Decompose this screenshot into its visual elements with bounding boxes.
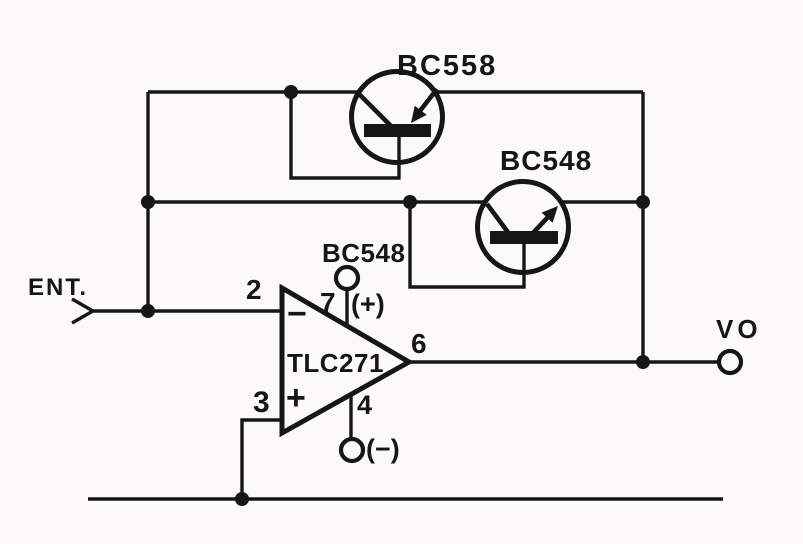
pin4-label: 4 [357, 390, 372, 420]
pin6-label: 6 [411, 328, 427, 359]
terminal-vplus [333, 264, 361, 292]
vplus-terminal-label: (+) [351, 289, 385, 319]
pin7-label: 7 [320, 287, 336, 318]
junction-dot [235, 492, 249, 506]
q1-part-label: BC558 [397, 50, 497, 82]
opamp-part-label: TLC271 [287, 348, 384, 378]
q1-base-lead [289, 92, 401, 180]
transistor-q2 [408, 179, 571, 289]
output-label: VO [716, 314, 762, 344]
junction-dot [636, 195, 650, 209]
q2-emitter-lead [531, 214, 551, 235]
wire-pin3 [240, 418, 282, 499]
junction-dot [403, 195, 417, 209]
q1-emitter-arrow-icon [411, 105, 427, 123]
terminal-output [716, 348, 744, 376]
pin2-label: 2 [246, 274, 262, 305]
input-label: ENT. [28, 274, 88, 301]
q1-body-circle [349, 69, 445, 165]
junction-dot [141, 195, 155, 209]
q2-collector-lead [485, 202, 512, 237]
q2-part-label: BC548 [500, 145, 592, 176]
transistor-q1 [289, 69, 445, 180]
q2-base-bar [490, 231, 558, 244]
opamp-inverting-sign: − [287, 295, 307, 333]
q1-collector-lead [355, 90, 393, 128]
q2-base-lead [408, 202, 526, 289]
terminal-vminus [338, 436, 366, 464]
opamp-noninverting-sign: + [286, 379, 306, 417]
junction-dot [636, 355, 650, 369]
input-arrow-icon [71, 297, 97, 325]
q1-base-bar [364, 124, 431, 137]
pin3-label: 3 [253, 386, 270, 419]
opamp-supply-transistor-label: BC548 [322, 238, 405, 268]
junction-dot [284, 85, 298, 99]
vminus-terminal-label: (−) [366, 434, 400, 464]
junction-dot [141, 304, 155, 318]
q2-emitter-arrow-icon [541, 206, 558, 223]
